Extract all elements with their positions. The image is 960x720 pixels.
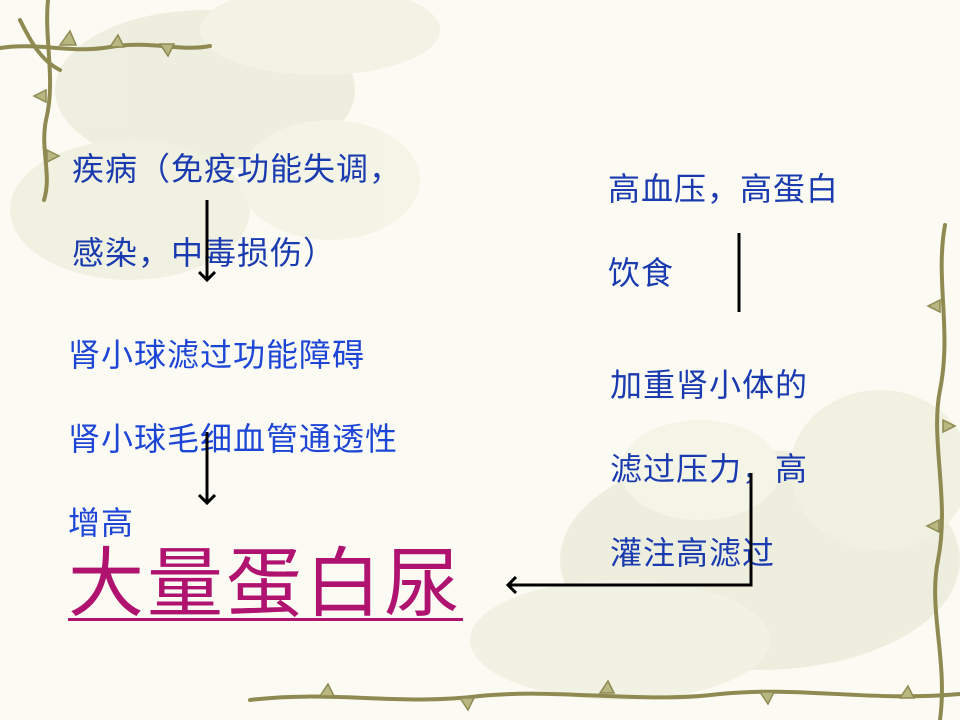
vine-leaves-icon [32, 29, 957, 712]
result-proteinuria-title: 大量蛋白尿 [68, 539, 463, 628]
glomerular-line-2: 肾小球毛细血管通透性 [68, 420, 399, 458]
hypertension-line-1: 高血压，高蛋白 [608, 170, 840, 208]
glomerular-line-1: 肾小球滤过功能障碍 [68, 336, 366, 374]
glomerular-line-3: 增高 [68, 504, 135, 542]
glomerular-dysfunction-text: 肾小球滤过功能障碍 肾小球毛细血管通透性 增高 [68, 292, 398, 586]
pressure-line-3: 灌注高滤过 [610, 534, 776, 572]
pressure-line-2: 滤过压力，高 [610, 450, 809, 488]
cause-disease-line-1: 疾病（免疫功能失调， [72, 150, 403, 188]
hypertension-line-2: 饮食 [608, 254, 675, 292]
cause-disease-text: 疾病（免疫功能失调， 感染，中毒损伤） [72, 106, 402, 316]
pressure-line-1: 加重肾小体的 [610, 366, 809, 404]
cause-hypertension-text: 高血压，高蛋白 饮食 [608, 126, 839, 336]
filtration-pressure-text: 加重肾小体的 滤过压力，高 灌注高滤过 [610, 322, 808, 616]
cause-disease-line-2: 感染，中毒损伤） [72, 234, 337, 272]
